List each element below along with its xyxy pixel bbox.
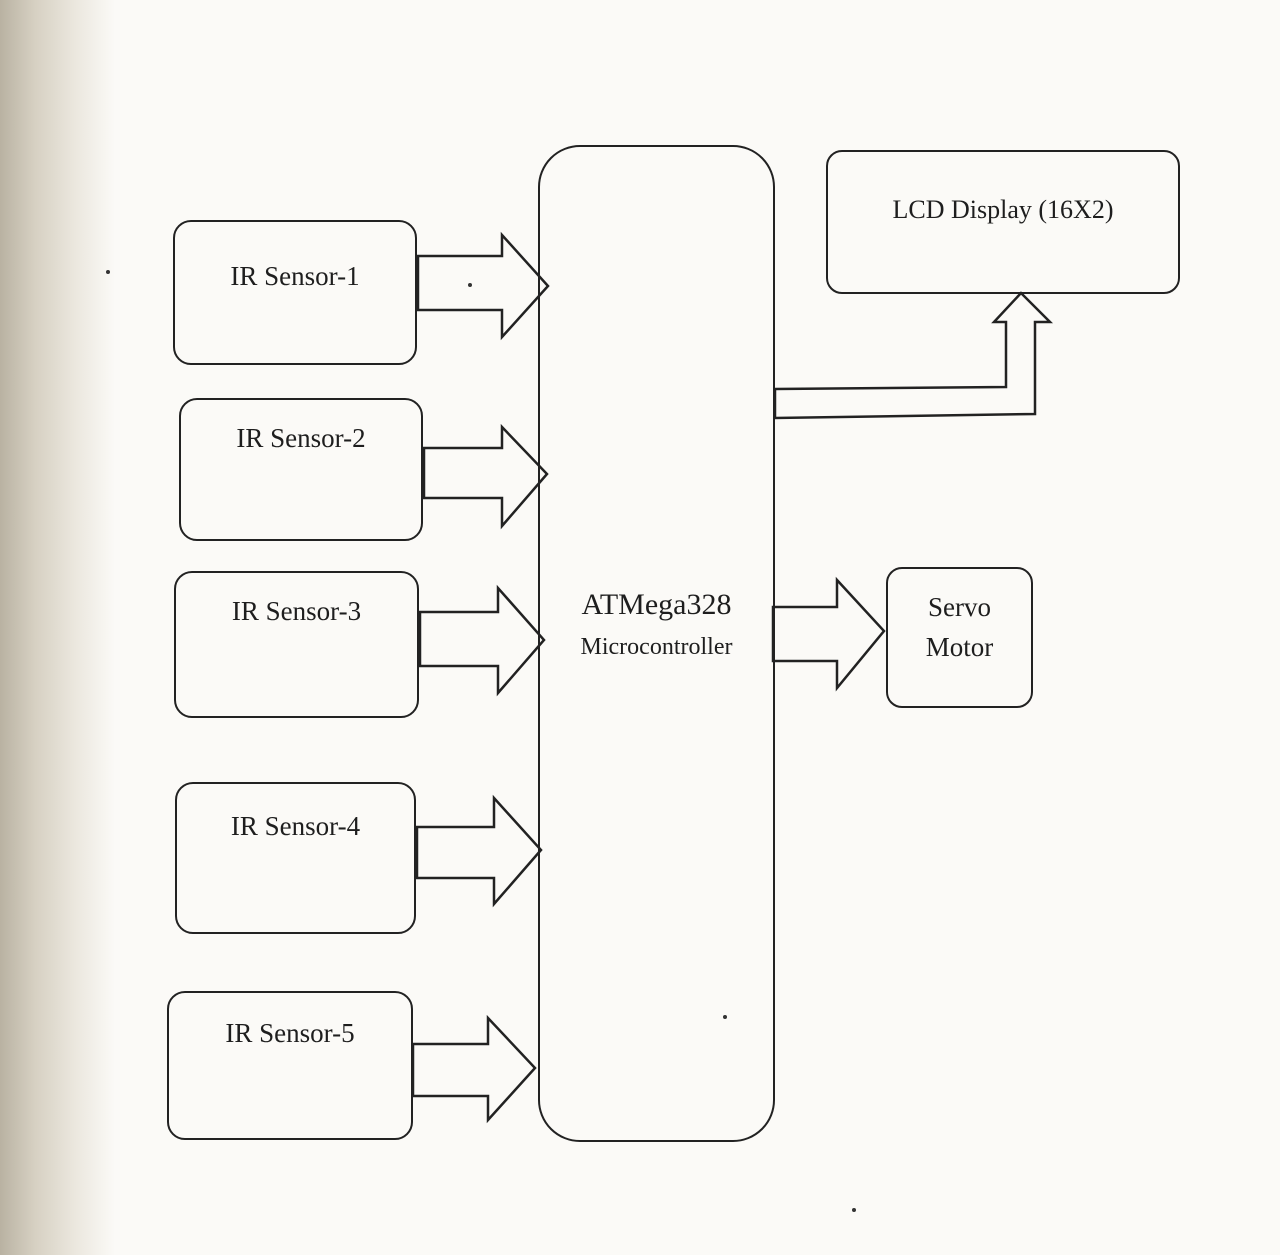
arrow-sensor-5-to-mcu bbox=[411, 1014, 537, 1124]
servo-motor-label-line1: Servo bbox=[928, 592, 991, 622]
arrow-mcu-to-servo bbox=[771, 576, 886, 692]
scan-speck bbox=[468, 283, 472, 287]
arrow-mcu-to-lcd bbox=[773, 291, 1054, 420]
page-binding-shadow bbox=[0, 0, 115, 1255]
scan-speck bbox=[106, 270, 110, 274]
ir-sensor-1-label: IR Sensor-1 bbox=[230, 261, 360, 291]
ir-sensor-2-block: IR Sensor-2 bbox=[179, 398, 423, 541]
ir-sensor-5-block: IR Sensor-5 bbox=[167, 991, 413, 1140]
ir-sensor-2-label: IR Sensor-2 bbox=[236, 423, 366, 453]
microcontroller-type: Microcontroller bbox=[580, 634, 733, 660]
lcd-display-block: LCD Display (16X2) bbox=[826, 150, 1180, 294]
ir-sensor-5-label: IR Sensor-5 bbox=[225, 1018, 355, 1048]
arrow-sensor-1-to-mcu bbox=[416, 231, 550, 341]
arrow-sensor-4-to-mcu bbox=[415, 794, 543, 908]
ir-sensor-1-block: IR Sensor-1 bbox=[173, 220, 417, 365]
arrow-sensor-3-to-mcu bbox=[418, 584, 546, 697]
scan-speck bbox=[852, 1208, 856, 1212]
lcd-display-label: LCD Display (16X2) bbox=[892, 195, 1114, 224]
ir-sensor-3-label: IR Sensor-3 bbox=[231, 596, 362, 626]
microcontroller-name: ATMega328 bbox=[581, 588, 732, 621]
ir-sensor-3-block: IR Sensor-3 bbox=[174, 571, 419, 718]
ir-sensor-4-label: IR Sensor-4 bbox=[230, 811, 361, 841]
scan-speck bbox=[723, 1015, 727, 1019]
servo-motor-label-line2: Motor bbox=[925, 632, 994, 662]
servo-motor-block: Servo Motor bbox=[886, 567, 1033, 708]
arrow-sensor-2-to-mcu bbox=[422, 423, 549, 530]
ir-sensor-4-block: IR Sensor-4 bbox=[175, 782, 416, 934]
